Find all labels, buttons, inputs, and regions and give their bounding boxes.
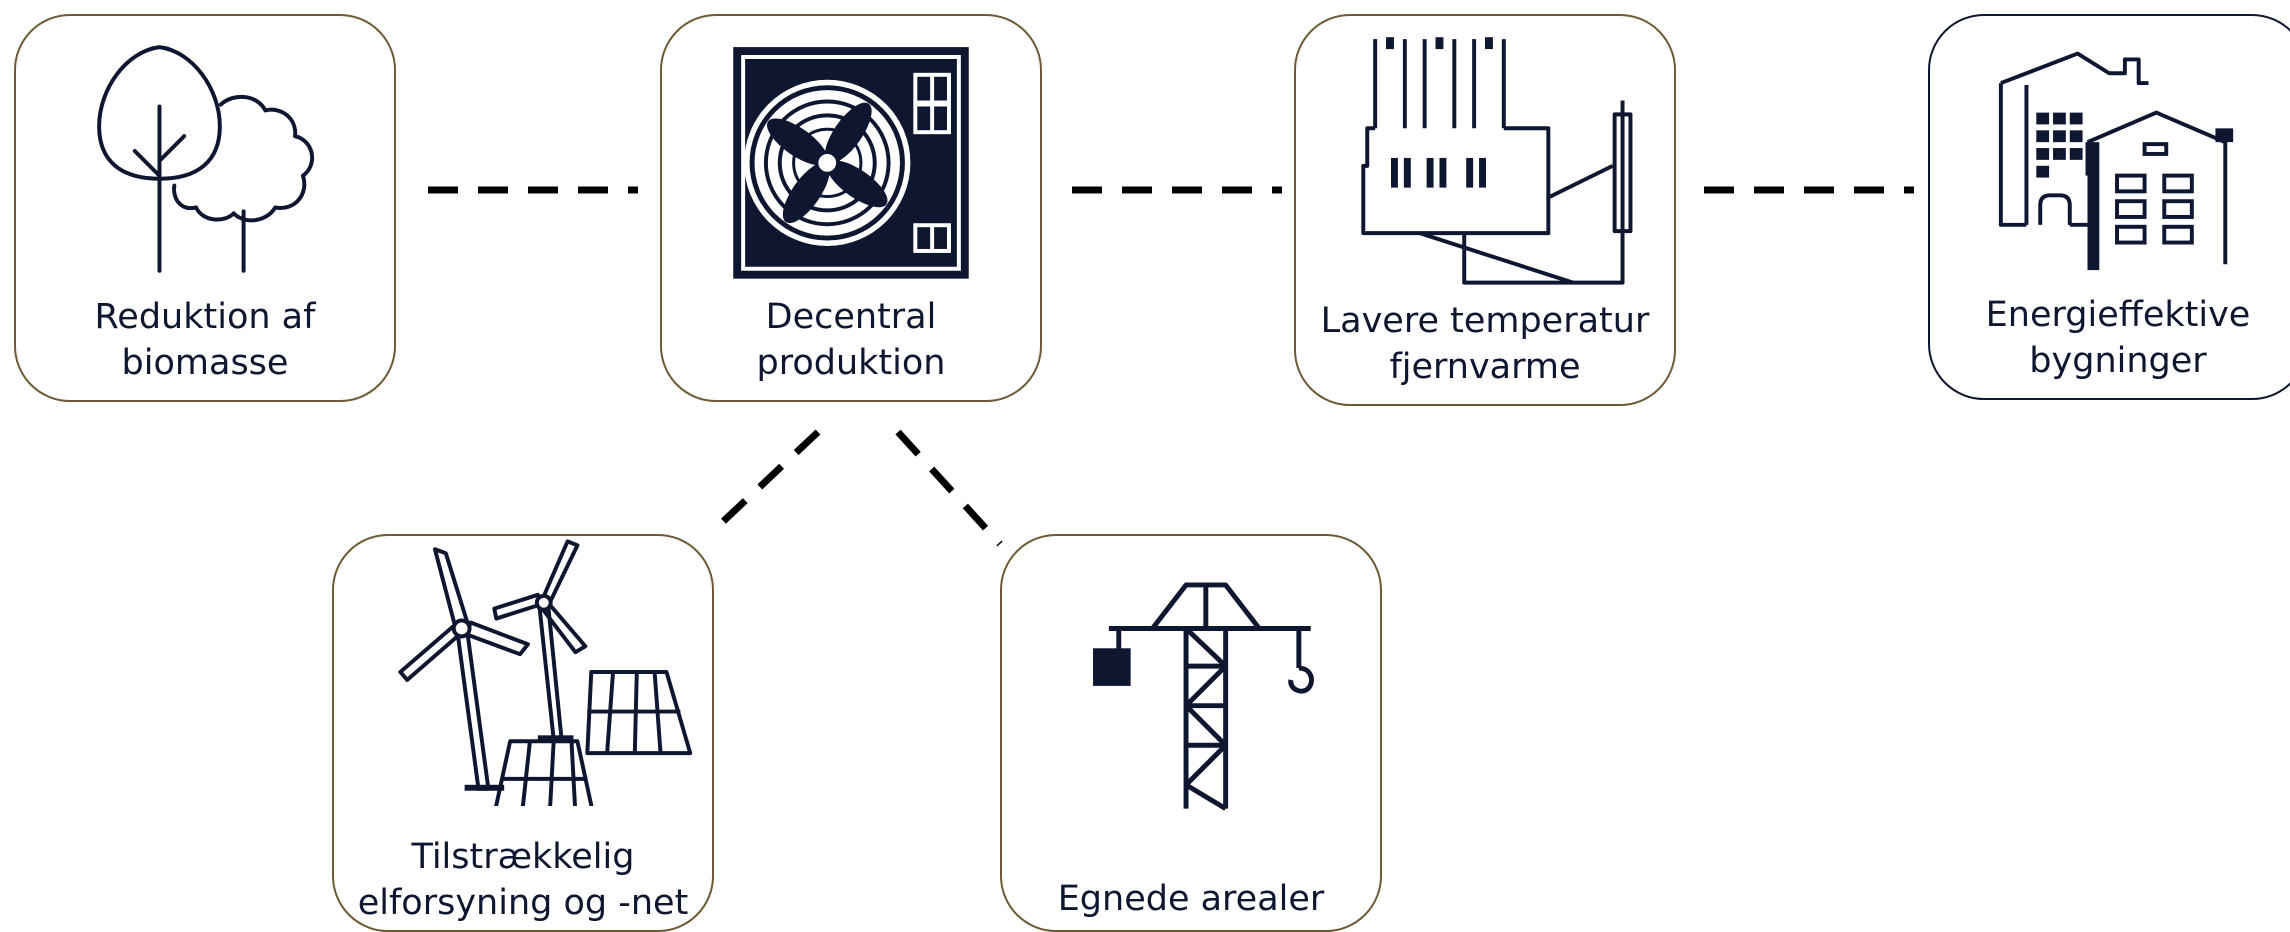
- node-biomass-label-line2: biomasse: [121, 343, 289, 383]
- wind-solar-icon: [398, 539, 693, 806]
- connector-decentral-land: [895, 429, 1003, 547]
- node-decentral-label-line1: Decentral: [765, 297, 937, 337]
- buildings-icon: [1998, 51, 2234, 271]
- node-buildings-label-line1: Energieffektive: [1985, 295, 2251, 335]
- node-land-label: Egnede arealer: [1057, 879, 1325, 919]
- node-low-temp-district-heating: Lavere temperatur fjernvarme: [1294, 14, 1676, 406]
- node-biomass-label-line1: Reduktion af: [94, 297, 316, 337]
- node-buildings-label-line2: bygninger: [2029, 341, 2207, 381]
- connector-decentral-grid: [709, 429, 821, 535]
- heat-pump-icon: [733, 47, 969, 279]
- node-district-label-line1: Lavere temperatur: [1320, 301, 1650, 341]
- node-biomass-reduction: Reduktion af biomasse: [14, 14, 396, 402]
- node-grid-label-line1: Tilstrækkelig: [411, 837, 635, 877]
- node-district-label-line2: fjernvarme: [1389, 347, 1581, 387]
- node-decentral-production: Decentral produktion: [660, 14, 1042, 402]
- node-energy-efficient-buildings: Energieffektive bygninger: [1928, 14, 2290, 400]
- power-plant-icon: [1361, 37, 1633, 285]
- node-grid-label-line2: elforsyning og -net: [357, 883, 689, 923]
- trees-icon: [97, 45, 315, 273]
- node-decentral-label-line2: produktion: [756, 343, 946, 383]
- crane-icon: [1093, 582, 1314, 811]
- node-suitable-land: Egnede arealer: [1000, 534, 1382, 932]
- node-adequate-power-supply: Tilstrækkelig elforsyning og -net: [332, 534, 714, 932]
